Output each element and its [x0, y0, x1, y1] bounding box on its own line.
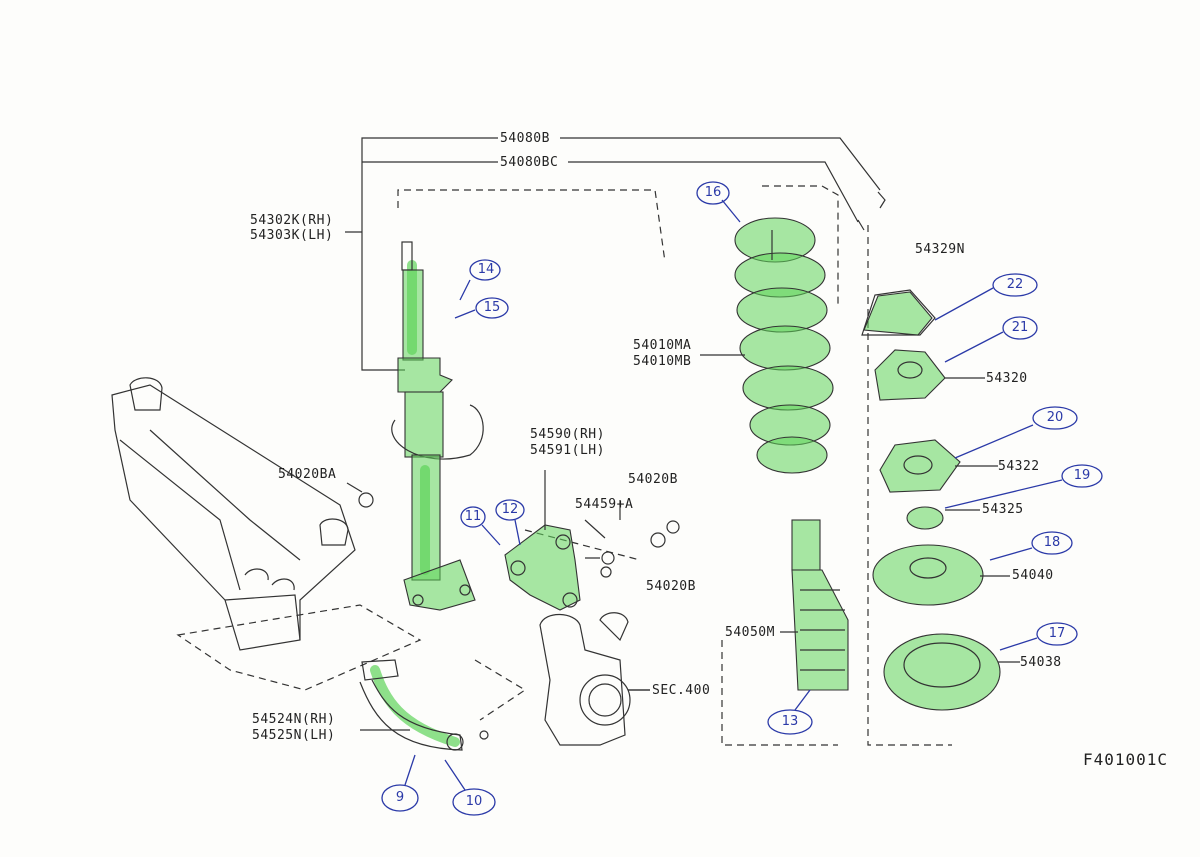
callout-21: 21 [1011, 320, 1029, 335]
callout-17: 17 [1048, 626, 1066, 641]
callout-22: 22 [1006, 277, 1024, 292]
label-sec400: SEC.400 [652, 683, 711, 698]
label-54303k: 54303K(LH) [250, 228, 334, 243]
label-54591: 54591(LH) [530, 443, 605, 458]
label-54080bc: 54080BC [500, 155, 559, 170]
label-54010ma: 54010MA [633, 338, 692, 353]
boundary-bump [721, 640, 838, 746]
boundary-spring [762, 185, 839, 305]
nut-54020ba [358, 492, 374, 508]
label-54020b-top: 54020B [628, 472, 678, 487]
label-54325: 54325 [982, 502, 1024, 517]
label-54080b: 54080B [500, 131, 550, 146]
callout-10: 10 [465, 794, 483, 809]
callout-11: 11 [464, 509, 482, 524]
label-54040: 54040 [1012, 568, 1054, 583]
leader-54080b [361, 137, 881, 371]
label-54050m: 54050M [725, 625, 775, 640]
label-54590: 54590(RH) [530, 427, 605, 442]
callout-14: 14 [477, 262, 495, 277]
callout-15: 15 [483, 300, 501, 315]
boundary-arm [524, 529, 641, 561]
label-54020b-bottom: 54020B [646, 579, 696, 594]
stabilizer-link [359, 659, 489, 751]
label-54038: 54038 [1020, 655, 1062, 670]
label-54525n: 54525N(LH) [252, 728, 336, 743]
coil-spring [734, 217, 834, 474]
boundary-mount [867, 225, 952, 746]
callout-marks [381, 181, 1103, 816]
label-54010mb: 54010MB [633, 354, 692, 369]
label-54459: 54459+A [575, 497, 634, 512]
callout-13: 13 [781, 714, 799, 729]
bound-bumper [791, 519, 849, 691]
mount-stack [857, 191, 1001, 711]
callout-20: 20 [1046, 410, 1064, 425]
label-54524n: 54524N(RH) [252, 712, 336, 727]
strut-assembly [391, 241, 484, 611]
link-bracket [504, 519, 680, 611]
label-54320: 54320 [986, 371, 1028, 386]
figure-code: F401001C [1083, 750, 1169, 769]
label-54020ba: 54020BA [278, 467, 337, 482]
label-54302k: 54302K(RH) [250, 213, 334, 228]
callout-16: 16 [704, 185, 722, 200]
callout-9: 9 [395, 790, 405, 805]
label-54322: 54322 [998, 459, 1040, 474]
callout-19: 19 [1073, 468, 1091, 483]
boundary-link [474, 659, 527, 721]
steering-knuckle [539, 612, 650, 746]
label-54329n: 54329N [915, 242, 965, 257]
leader-54080bc [362, 161, 859, 223]
crossmember [111, 377, 356, 651]
leader-lines [360, 354, 1020, 731]
callout-18: 18 [1043, 535, 1061, 550]
boundary-strut [397, 189, 666, 263]
callout-12: 12 [501, 502, 519, 517]
